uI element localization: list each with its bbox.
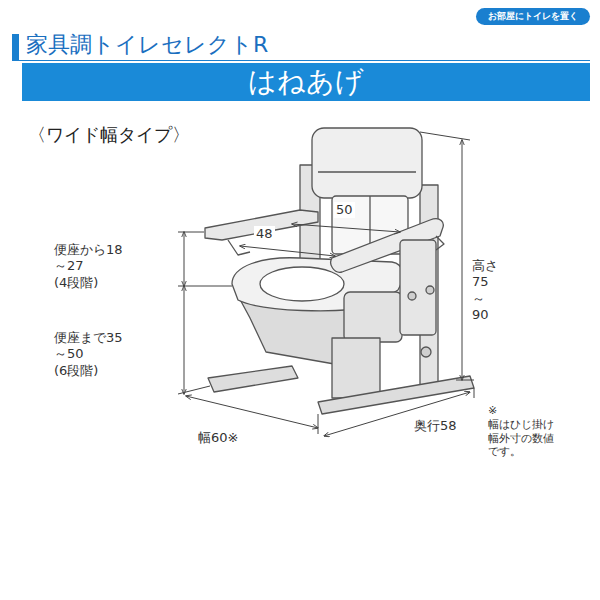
dimension-label: 幅60※ <box>198 430 238 446</box>
dimension-lines <box>178 132 474 436</box>
title-rule <box>12 60 590 61</box>
page-title: 家具調トイレセレクトR <box>26 32 268 58</box>
variant-band: はねあげ <box>22 63 590 101</box>
title-bar <box>12 34 19 60</box>
dimension-label: 奥行58 <box>414 418 457 434</box>
dimension-label: 便座から18～27 (4段階) <box>54 242 123 291</box>
toilet-chair <box>205 128 474 414</box>
footnote: ※幅はひじ掛け 幅外寸の数値 です。 <box>488 404 554 459</box>
node-text: お部屋にトイレを置く <box>488 11 578 22</box>
dimension-value: 48 <box>254 226 275 242</box>
category-badge: お部屋にトイレを置く <box>476 8 590 25</box>
type-heading: 〈ワイド幅タイプ〉 <box>28 124 190 147</box>
dimension-value: 50 <box>334 202 355 218</box>
dimension-label: 便座まで35～50 (6段階) <box>54 330 123 379</box>
node-text: はねあげ <box>248 65 364 99</box>
dimension-label: 高さ 75～90 <box>472 258 498 323</box>
